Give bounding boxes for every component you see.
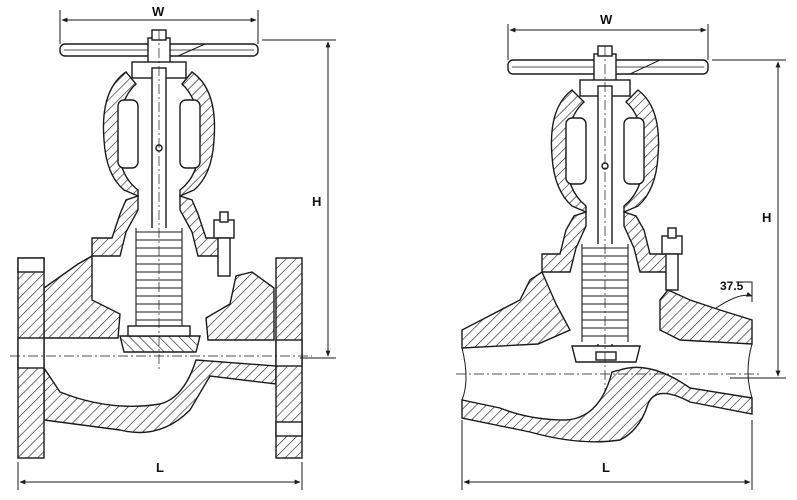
left-body-upper — [43, 254, 121, 339]
left-bonnet — [91, 195, 139, 257]
right-dimensions — [461, 24, 786, 490]
left-dim-width-label: W — [152, 4, 165, 19]
left-dimensions — [17, 10, 336, 490]
right-body-lower — [461, 366, 753, 443]
left-body-lower — [43, 359, 277, 434]
left-dim-length-label: L — [156, 460, 164, 475]
right-dim-height-label: H — [762, 210, 771, 225]
right-valve-view — [456, 45, 760, 443]
right-angle-label: 37.5 — [720, 279, 744, 293]
left-dim-height-label: H — [312, 194, 321, 209]
right-body-upper — [461, 270, 571, 349]
right-dim-width-label: W — [600, 12, 613, 27]
right-dim-length-label: L — [602, 460, 610, 475]
right-bonnet — [541, 211, 587, 273]
left-valve-view — [10, 29, 312, 459]
left-disc — [119, 335, 201, 353]
